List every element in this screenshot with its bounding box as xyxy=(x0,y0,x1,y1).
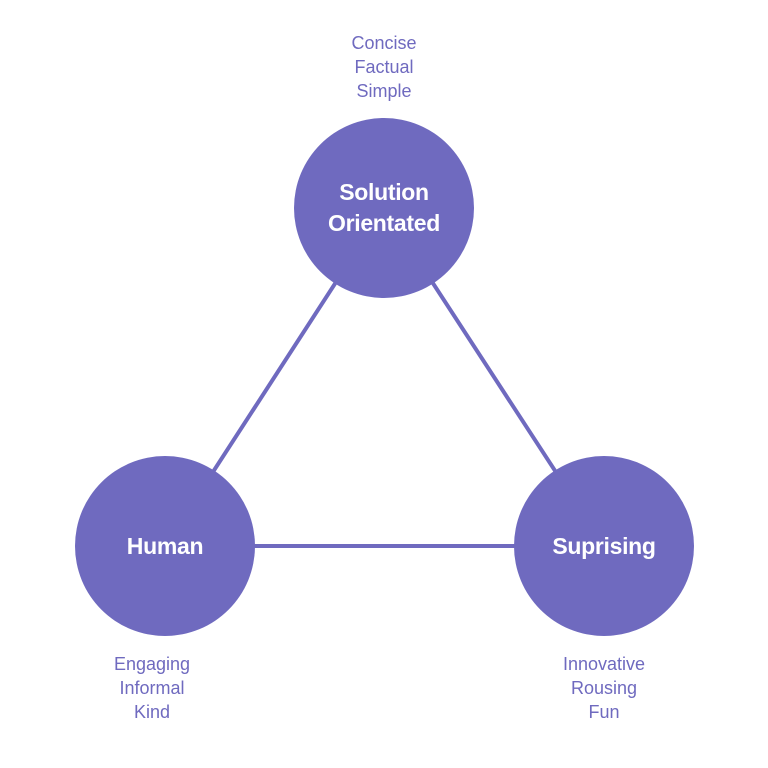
attribute-item: Informal xyxy=(119,678,185,698)
attribute-item: Rousing xyxy=(570,678,638,698)
attribute-item: Innovative xyxy=(562,654,646,674)
attributes-human: Engaging Informal Kind xyxy=(72,652,232,724)
attributes-solution-orientated: Concise Factual Simple xyxy=(304,31,464,103)
attribute-item: Fun xyxy=(588,702,620,722)
attributes-suprising: Innovative Rousing Fun xyxy=(524,652,684,724)
node-human: Human xyxy=(75,456,255,636)
attribute-item: Simple xyxy=(356,81,412,101)
attribute-item: Concise xyxy=(351,33,417,53)
node-label: Human xyxy=(126,532,204,559)
attribute-item: Engaging xyxy=(113,654,191,674)
attribute-item: Kind xyxy=(133,702,171,722)
node-suprising: Suprising xyxy=(514,456,694,636)
attribute-item: Factual xyxy=(354,57,414,77)
node-label: Solution Orientated xyxy=(327,179,441,236)
node-label: Suprising xyxy=(552,532,656,559)
node-solution-orientated: Solution Orientated xyxy=(294,118,474,298)
